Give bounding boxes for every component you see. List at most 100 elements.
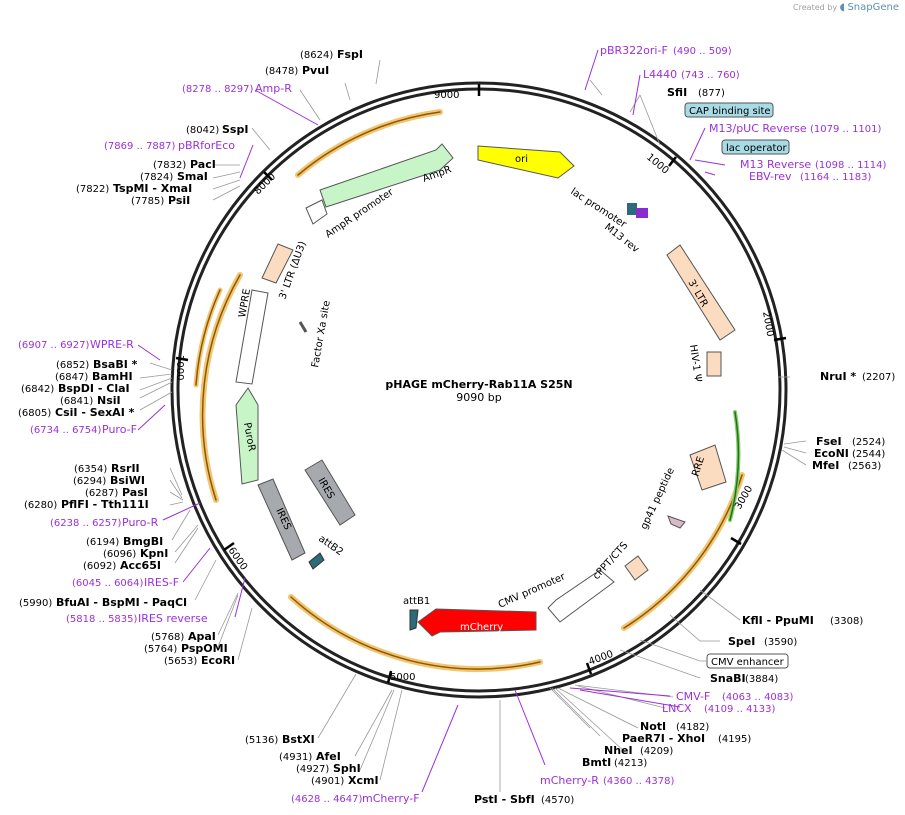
sites_left-12-name-label: RsrII xyxy=(111,462,140,475)
label-wpre: WPRE xyxy=(237,288,253,319)
sites_left-1-pos-label: (8478) xyxy=(265,66,298,77)
label-puror: PuroR xyxy=(241,422,257,453)
primers-1-name-label: L4440 xyxy=(643,68,677,81)
primers-12-name-label: Puro-F xyxy=(102,423,137,436)
sites_left-21-pos-label: (5764) xyxy=(144,644,177,655)
credit-brand: SnapGene xyxy=(847,2,899,13)
sites_left-3-pos-label: (7832) xyxy=(153,160,186,171)
sites_left-12-pos-label: (6354) xyxy=(74,464,107,475)
primers-4-range-label: (1164 .. 1183) xyxy=(800,172,872,183)
sites_left-25-name-label: SphI xyxy=(333,762,361,775)
orf-puro xyxy=(199,272,243,503)
puror-arrow xyxy=(235,387,259,485)
sites_left-7-pos-label: (6852) xyxy=(56,360,89,371)
sites_left-14-name-label: PasI xyxy=(122,486,148,499)
sites_right-4-name-label: MfeI xyxy=(812,459,839,472)
sites_right-9-name-label: PaeR7I - XhoI xyxy=(622,732,705,745)
tick-8000: 8000 xyxy=(252,171,278,197)
primers-8-name-label: mCherry-F xyxy=(362,792,420,805)
label-ori: ori xyxy=(515,154,528,165)
tick-2000: 2000 xyxy=(760,311,775,338)
sites_left-14-pos-label: (6287) xyxy=(85,488,118,499)
label-cppt: cPPT/CTS xyxy=(591,540,630,582)
sites_right-7-name-label: SnaBI xyxy=(710,672,746,685)
sites_left-11-name-label: CsiI - SexAI * xyxy=(55,406,135,419)
sites_left-6-name-label: PsiI xyxy=(168,194,190,207)
sites_left-5-name-label: TspMI - XmaI xyxy=(113,182,192,195)
sites_left-10-pos-label: (6841) xyxy=(60,396,93,407)
mcherry-arrow xyxy=(417,608,537,637)
sites_right-6-pos-label: (3590) xyxy=(764,637,797,648)
sites_right-10-name-label: NheI xyxy=(604,744,633,757)
sites_right-0-pos-label: (877) xyxy=(698,88,725,99)
sites_right-1-name-label: NruI * xyxy=(820,370,856,383)
wpre-box xyxy=(235,289,269,385)
primers-3-name-label: M13 Reverse xyxy=(740,158,811,171)
sites_left-3-name-label: PacI xyxy=(190,158,216,171)
ires-inner-box xyxy=(304,459,356,526)
factor-xa-mark xyxy=(298,321,308,333)
sites_left-23-name-label: BstXI xyxy=(282,733,315,746)
sites_left-13-pos-label: (6294) xyxy=(73,476,106,487)
ltr3-box xyxy=(666,244,736,341)
tick-marks xyxy=(175,84,787,684)
primers-5-name-label: CMV-F xyxy=(676,690,710,703)
sites_left-7-name-label: BsaBI * xyxy=(93,358,138,371)
primers-11-range-label: (6238 .. 6257) xyxy=(50,518,122,529)
sites_left-19-pos-label: (5990) xyxy=(19,598,52,609)
primers-4-name-label: EBV-rev xyxy=(749,170,792,183)
cap-binding-site-label: CAP binding site xyxy=(689,106,771,117)
leader-lines xyxy=(139,59,807,792)
primers-1-range-label: (743 .. 760) xyxy=(681,70,740,81)
sites_left-26-name-label: XcmI xyxy=(348,774,379,787)
sites_left-23-pos-label: (5136) xyxy=(245,735,278,746)
primers-9-range-label: (5818 .. 5835) xyxy=(66,614,138,625)
primers-14-range-label: (7869 .. 7887) xyxy=(104,141,176,152)
ltr-du3-box xyxy=(261,243,294,284)
label-mcherry: mCherry xyxy=(460,622,503,633)
primers-7-range-label: (4360 .. 4378) xyxy=(603,776,675,787)
tick-9000: 9000 xyxy=(434,90,459,101)
sites_left-15-name-label: PflFI - Tth111I xyxy=(61,498,149,511)
features xyxy=(235,143,736,637)
snapgene-credit: Created by ◖ SnapGene xyxy=(793,2,899,13)
primers-10-range-label: (6045 .. 6064) xyxy=(72,578,144,589)
sites_left-4-name-label: SmaI xyxy=(177,170,208,183)
sites_right-10-pos-label: (4209) xyxy=(640,746,673,757)
sites-left: (8624)FspI (8478)PvuI (8042)SspI (7832)P… xyxy=(18,48,379,787)
lac-operator-label: lac operator xyxy=(726,143,787,154)
sites_left-24-name-label: AfeI xyxy=(316,750,341,763)
sites_left-26-pos-label: (4901) xyxy=(311,776,344,787)
ires-outer-box xyxy=(257,478,306,561)
sites_right-8-pos-label: (4182) xyxy=(676,722,709,733)
sites_right-7-pos-label: (3884) xyxy=(745,674,778,685)
sites_left-21-name-label: PspOMI xyxy=(181,642,228,655)
primers-6-range-label: (4109 .. 4133) xyxy=(704,704,776,715)
sites_left-8-name-label: BamHI xyxy=(92,370,133,383)
primers-11-name-label: Puro-R xyxy=(122,516,159,529)
primers-0-name-label: pBR322ori-F xyxy=(600,44,668,57)
label-factor-xa: Factor Xa site xyxy=(310,300,333,369)
sites_right-11-name-label: BmtI xyxy=(582,756,611,769)
primers-2-name-label: M13/pUC Reverse xyxy=(709,122,807,135)
sites_left-2-name-label: SspI xyxy=(222,123,248,136)
sites_right-4-pos-label: (2563) xyxy=(848,461,881,472)
primers-15-name-label: Amp-R xyxy=(255,82,292,95)
attb2-box xyxy=(308,552,325,570)
sites_right-12-pos-label: (4570) xyxy=(541,795,574,806)
sites_left-9-name-label: BspDI - ClaI xyxy=(58,382,130,395)
sites_right-11-pos-label: (4213) xyxy=(614,758,647,769)
backbone-outer xyxy=(170,81,788,699)
primers-2-range-label: (1079 .. 1101) xyxy=(810,124,882,135)
primer-labels: pBR322ori-F (490 .. 509) L4440 (743 .. 760… xyxy=(18,44,887,805)
sites_right-1-pos-label: (2207) xyxy=(862,372,895,383)
sites_right-3-pos-label: (2544) xyxy=(852,449,885,460)
attb1-box xyxy=(409,609,419,631)
sites_left-16-name-label: BmgBI xyxy=(123,535,163,548)
sites_left-17-pos-label: (6096) xyxy=(103,549,136,560)
sites_right-6-name-label: SpeI xyxy=(728,635,755,648)
primers-0-range-label: (490 .. 509) xyxy=(673,46,732,57)
label-lac-promoter: lac promoter xyxy=(568,186,628,231)
primers-14-name-label: pBRforEco xyxy=(178,139,235,152)
sites_left-5-pos-label: (7822) xyxy=(76,184,109,195)
